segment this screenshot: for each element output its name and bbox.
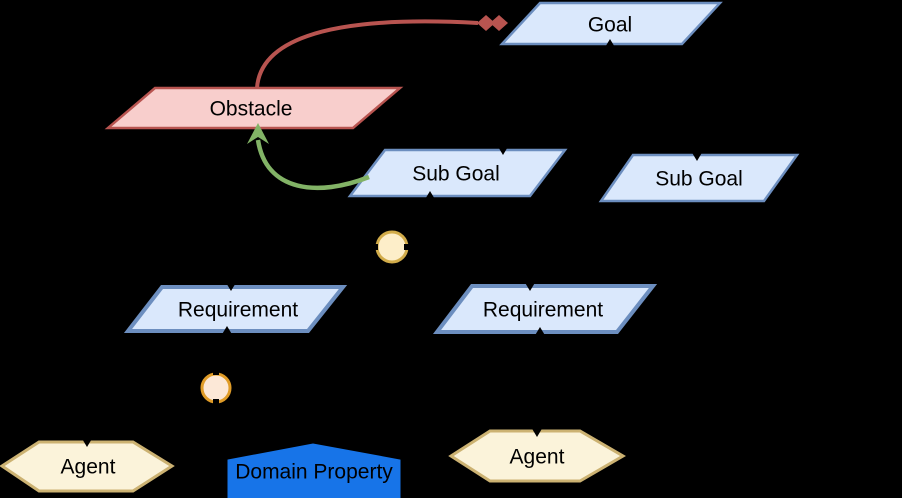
- notch: [373, 244, 378, 250]
- notch: [424, 191, 436, 201]
- sub-goal-left-label: Sub Goal: [412, 163, 500, 186]
- connector-line: [609, 44, 698, 156]
- requirement-right-shape: [432, 284, 658, 334]
- resolution-curve: [255, 139, 370, 190]
- refinement-connectors: [86, 44, 701, 445]
- connector-line: [230, 246, 378, 288]
- obstacle-node: Obstacle: [104, 86, 404, 130]
- connector-line: [502, 44, 611, 150]
- agent-right-shape: [448, 429, 626, 483]
- goal-node: Goal: [499, 1, 723, 46]
- notch: [404, 244, 409, 250]
- connector-line: [215, 330, 228, 375]
- agent-left-label: Agent: [61, 456, 116, 479]
- agent-left-shape: [0, 440, 175, 493]
- connector-line: [391, 195, 431, 233]
- double-diamond-arrowhead-icon: [477, 15, 508, 31]
- sub-goal-right-shape: [598, 153, 800, 203]
- requirement-left-shape: [123, 285, 348, 333]
- connector-line: [544, 200, 701, 287]
- notch: [221, 326, 233, 336]
- agent-left-node: Agent: [0, 440, 175, 493]
- notch: [225, 281, 237, 291]
- refinement-node-lower: [200, 372, 232, 404]
- sub-goal-right-node: Sub Goal: [598, 153, 800, 203]
- connector-line: [406, 246, 531, 287]
- agent-right-node: Agent: [448, 429, 626, 483]
- agent-right-label: Agent: [510, 446, 565, 469]
- sub-goal-right-label: Sub Goal: [655, 168, 743, 191]
- requirement-right-label: Requirement: [483, 299, 603, 322]
- domain-property-node: Domain Property: [227, 443, 401, 498]
- connector-line: [215, 401, 314, 445]
- domain-property-label: Domain Property: [235, 461, 393, 484]
- requirement-right-node: Requirement: [432, 284, 658, 334]
- notch: [691, 151, 703, 161]
- notch: [497, 145, 509, 155]
- connector-notches: [81, 39, 703, 447]
- resolution-edge: [247, 123, 370, 190]
- notch: [534, 327, 546, 337]
- obstacle-label: Obstacle: [210, 98, 293, 121]
- refinement-node-upper: [375, 230, 409, 264]
- notch: [213, 370, 219, 375]
- notch: [524, 281, 536, 291]
- notch: [604, 39, 616, 49]
- goal-shape: [499, 1, 723, 46]
- notch: [531, 427, 543, 437]
- goal-label: Goal: [588, 14, 632, 37]
- connector-line: [86, 401, 217, 442]
- sub-goal-left-node: Sub Goal: [347, 148, 568, 198]
- notch: [81, 437, 93, 447]
- requirement-left-label: Requirement: [178, 299, 298, 322]
- obstruction-curve: [255, 19, 479, 89]
- domain-property-shape: [227, 443, 401, 498]
- notch: [213, 399, 219, 404]
- connector-line: [536, 331, 541, 431]
- requirement-left-node: Requirement: [123, 285, 348, 333]
- obstacle-shape: [104, 86, 404, 130]
- open-arrowhead-icon: [247, 123, 269, 144]
- obstruction-edge: [255, 15, 508, 89]
